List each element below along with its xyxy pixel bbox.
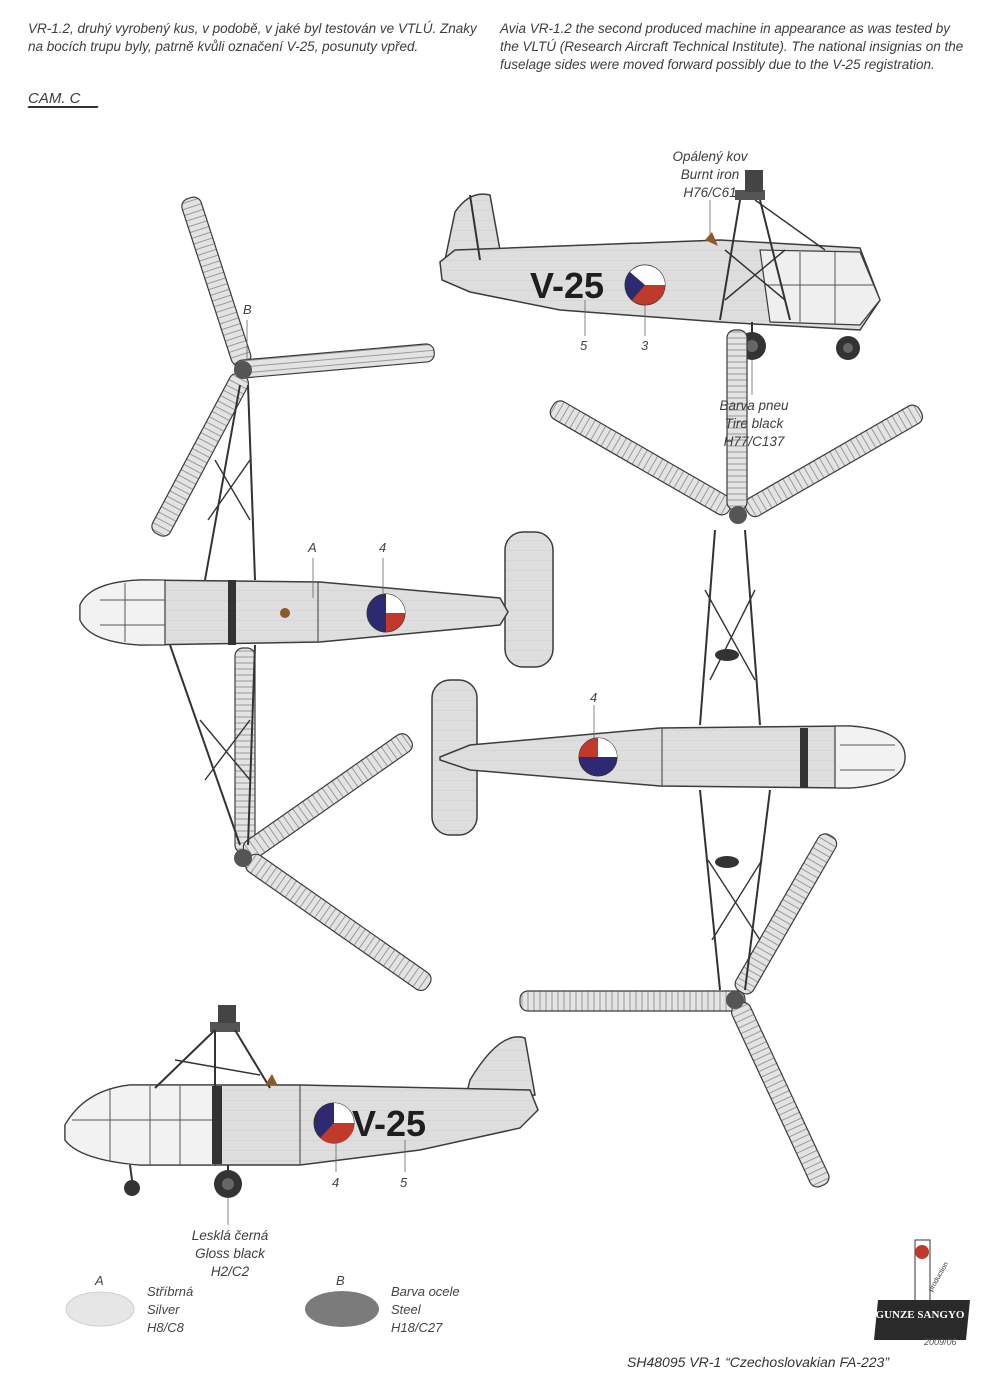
intro-text-english: Avia VR-1.2 the second produced machine … — [500, 21, 964, 72]
marker-plan-a: A — [308, 540, 317, 555]
marker-bottom-5: 5 — [400, 1175, 408, 1190]
intro-text-czech: VR-1.2, druhý vyrobený kus, v podobě, v … — [28, 21, 477, 54]
registration-bottom-side: V-25 — [352, 1103, 426, 1144]
legend-a-letter: A — [95, 1273, 104, 1288]
gunze-sangyo-logo: GUNZE SANGYO production — [874, 1239, 970, 1340]
marker-plan-right-4: 4 — [590, 690, 598, 705]
registration-top-side: V-25 — [530, 265, 604, 306]
legend-a-text: Stříbrná Silver H8/C8 — [147, 1284, 194, 1335]
footer-title: SH48095 VR-1 “Czechoslovakian FA-223” — [627, 1354, 889, 1370]
swatch-steel — [305, 1291, 379, 1327]
svg-text:production: production — [928, 1261, 950, 1293]
callout-burnt-iron: Opálený kov Burnt iron H76/C61 — [672, 149, 748, 200]
svg-text:GUNZE SANGYO: GUNZE SANGYO — [876, 1309, 965, 1321]
marker-top-3: 3 — [641, 338, 649, 353]
camouflage-label: CAM. C — [28, 90, 81, 107]
marker-bottom-4: 4 — [332, 1175, 340, 1190]
side-view-bottom: V-25 — [64, 1005, 539, 1225]
marker-top-5: 5 — [580, 338, 588, 353]
swatch-silver — [65, 1291, 135, 1327]
plan-view-right — [431, 329, 924, 1188]
legend-b-text: Barva ocele Steel H18/C27 — [391, 1284, 460, 1335]
legend-b-letter: B — [336, 1273, 345, 1288]
side-view-top: V-25 — [439, 170, 881, 395]
callout-gloss-black: Lesklá černá Gloss black H2/C2 — [191, 1228, 269, 1279]
marker-plan-b: B — [243, 302, 252, 317]
plan-view-left — [79, 196, 554, 992]
callout-tire-black: Barva pneu Tire black H77/C137 — [719, 398, 789, 449]
date-stamp: 2009/06 — [924, 1337, 957, 1347]
marker-plan-4: 4 — [379, 540, 387, 555]
